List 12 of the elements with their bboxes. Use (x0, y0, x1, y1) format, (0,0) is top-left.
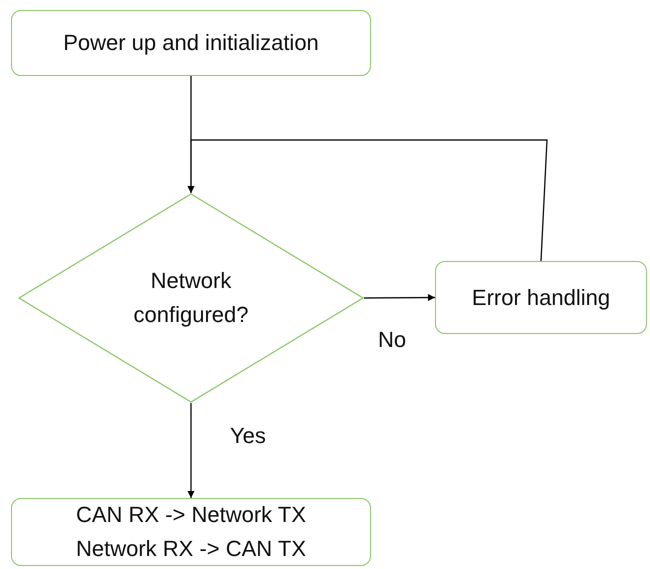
node-text: Error handling (472, 284, 610, 312)
arrow (188, 403, 194, 498)
process-box (11, 498, 371, 566)
process-box (435, 261, 647, 334)
decision-diamond (18, 193, 364, 403)
process-box (11, 10, 371, 76)
node-text: CAN RX -> Network TX (76, 501, 306, 529)
arrow (188, 139, 548, 262)
arrow (364, 294, 435, 302)
node-text: Network RX -> CAN TX (76, 535, 306, 563)
node-text: Network configured? (132, 267, 250, 329)
node-text: Power up and initialization (63, 29, 319, 57)
